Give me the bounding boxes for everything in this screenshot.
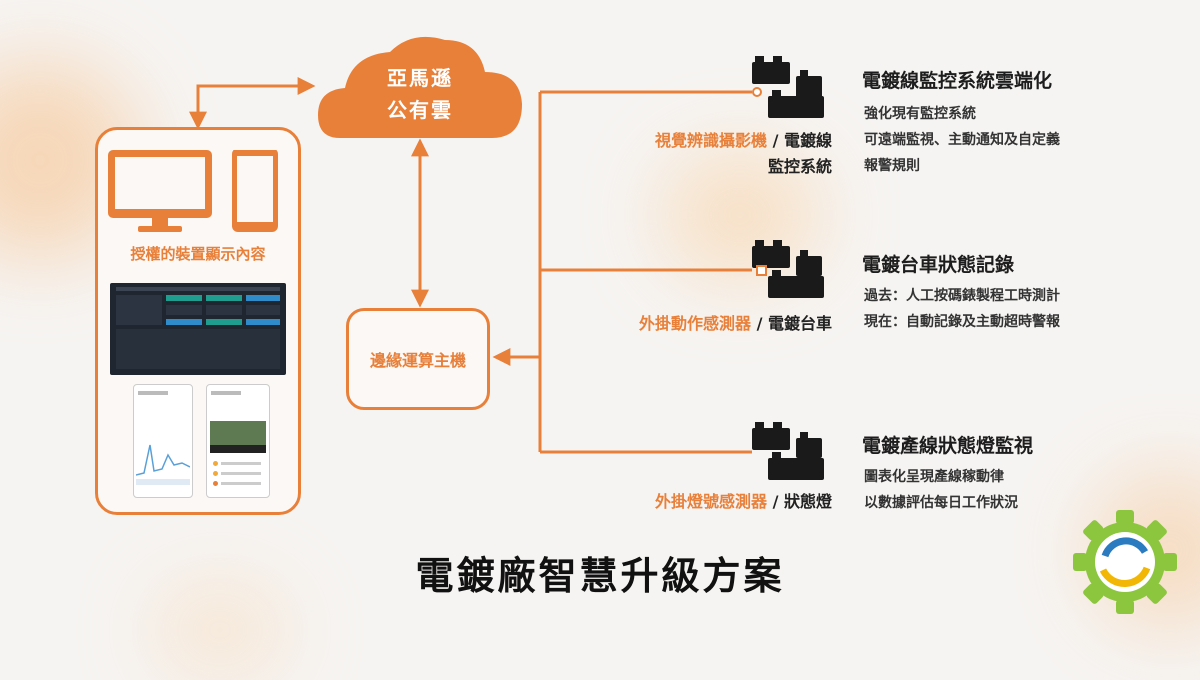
feature-1-title: 電鍍線監控系統雲端化 [862, 70, 1053, 92]
main-title: 電鍍廠智慧升級方案 [415, 554, 785, 598]
monitor-icon [108, 150, 212, 232]
feature-1-line-1: 強化現有監控系統 [864, 106, 976, 122]
cloud-label: 亞馬遜 公有雲 [330, 62, 510, 126]
feature-1-line-3: 報警規則 [864, 158, 920, 174]
phone-icon [232, 150, 278, 232]
sensor-1-target-2: 監控系統 [767, 157, 832, 176]
feature-1-line-2: 可遠端監視、主動通知及自定義 [864, 132, 1060, 148]
phone-screenshot-chart [133, 384, 193, 498]
cloud-line-2: 公有雲 [387, 98, 453, 122]
block-icon-3 [752, 422, 824, 480]
gear-logo-icon [1073, 510, 1177, 614]
phone-screenshot-status [206, 384, 270, 498]
sensor-2-sep: / [751, 314, 768, 333]
sensor-3-device: 外掛燈號感測器 [654, 492, 767, 511]
feature-2-line-2: 現在：自動記錄及主動超時警報 [864, 314, 1060, 330]
block-icon-1 [752, 56, 824, 118]
sensor-1-target: 電鍍線 [783, 131, 832, 150]
feature-3-title: 電鍍產線狀態燈監視 [862, 435, 1034, 457]
feature-2-line-1: 過去：人工按碼錶製程工時測計 [864, 288, 1060, 304]
sensor-label-1: 視覺辨識攝影機 / 電鍍線 監控系統 [532, 128, 832, 180]
cloud-icon [318, 36, 522, 138]
diagram-connectors [189, 36, 1177, 614]
device-cloud-link [189, 77, 316, 130]
edge-label: 邊緣運算主機 [369, 351, 466, 370]
device-icons [108, 150, 278, 232]
sensor-1-sep: / [767, 131, 784, 150]
sensor-3-target: 狀態燈 [783, 492, 832, 511]
sensor-label-3: 外掛燈號感測器 / 狀態燈 [532, 489, 832, 515]
feature-2-title: 電鍍台車狀態記錄 [862, 254, 1015, 276]
feature-3-line-1: 圖表化呈現產線稼動律 [864, 469, 1004, 485]
block-icon-2 [752, 240, 824, 298]
sensor-2-target: 電鍍台車 [767, 314, 832, 333]
edge-computing-host: 邊緣運算主機 [346, 308, 490, 410]
dashboard-screenshot [110, 283, 286, 375]
sensor-2-device: 外掛動作感測器 [638, 314, 751, 333]
cloud-line-1: 亞馬遜 [387, 66, 453, 90]
device-caption: 授權的裝置顯示內容 [130, 245, 266, 263]
feature-3-line-2: 以數據評估每日工作狀況 [864, 495, 1018, 511]
sensor-label-2: 外掛動作感測器 / 電鍍台車 [532, 311, 832, 337]
sensor-1-device: 視覺辨識攝影機 [654, 131, 767, 150]
sensor-3-sep: / [767, 492, 784, 511]
